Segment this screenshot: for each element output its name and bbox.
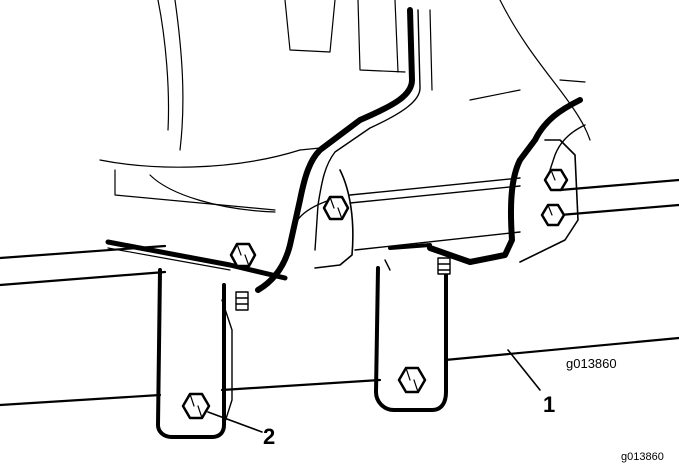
bolt-thread-center: [437, 257, 451, 275]
bolt-center-hanging: [397, 366, 427, 394]
bolt-right-bottom: [540, 203, 566, 227]
callout-label-2: 2: [263, 424, 276, 449]
outer-figure-code: g013860: [621, 451, 664, 463]
left-hanging-bracket: [156, 268, 233, 439]
bolt-upper-left: [322, 195, 350, 221]
leader-line-1: [507, 349, 541, 391]
right-upper-bracket: [388, 97, 586, 265]
callout-leaders: [207, 349, 541, 433]
leader-line-2: [207, 411, 263, 433]
frame-rails: [0, 178, 679, 407]
engine-housing: [99, 0, 591, 213]
callout-label-1: 1: [543, 392, 556, 417]
bolts: [181, 168, 569, 420]
bolt-right-top: [543, 168, 569, 192]
inner-figure-code: g013860: [566, 356, 617, 371]
bolt-left-hanging: [181, 392, 211, 420]
bolt-deck: [229, 242, 257, 268]
center-hanging-bracket: [374, 259, 448, 412]
deck-plate: [105, 239, 288, 281]
bolt-thread-left: [235, 291, 249, 311]
left-upper-bracket: [255, 7, 421, 293]
cross-bar: [291, 177, 521, 251]
